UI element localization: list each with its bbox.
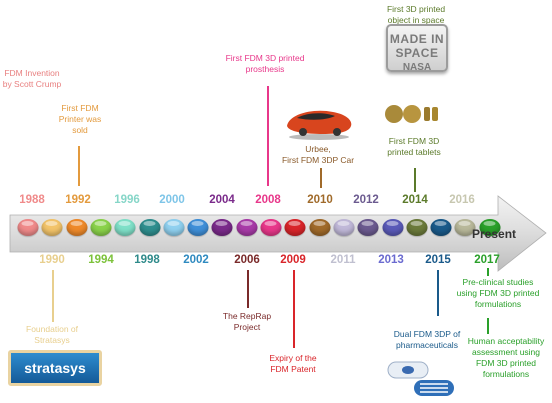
connector-2014	[414, 168, 416, 192]
badge-line-1: MADE IN SPACE	[389, 32, 445, 60]
made-in-space-badge: MADE IN SPACE NASA	[386, 24, 448, 73]
timeline-dot	[236, 219, 258, 236]
year-label: 2012	[353, 194, 379, 206]
timeline-dot	[90, 219, 112, 236]
timeline-dot	[114, 219, 136, 236]
year-label: 1992	[65, 194, 91, 206]
year-label: 2000	[159, 194, 185, 206]
note-foundation: Foundation of Stratasys	[26, 324, 78, 345]
connector-1992	[78, 146, 80, 186]
connector-2015	[437, 270, 439, 316]
timeline-dot	[17, 219, 39, 236]
year-label: 2014	[402, 194, 428, 206]
year-label: 2006	[234, 254, 260, 266]
connector-2017-a	[487, 268, 489, 276]
year-label: 2004	[209, 194, 235, 206]
stratasys-logo: stratasys	[8, 350, 102, 386]
timeline-dot	[187, 219, 209, 236]
year-label: 2011	[330, 254, 356, 266]
note-human: Human acceptability assessment using FDM…	[467, 336, 545, 379]
connector-1990	[52, 270, 54, 322]
badge-line-2: NASA	[402, 62, 432, 73]
timeline-dot	[260, 219, 282, 236]
year-label: 2009	[280, 254, 306, 266]
connector-2017-b	[487, 318, 489, 334]
year-label: 2017	[474, 254, 500, 266]
year-label: 2008	[255, 194, 281, 206]
connector-2010	[320, 168, 322, 188]
year-label: 2010	[307, 194, 333, 206]
timeline-dot	[333, 219, 355, 236]
year-label: 1988	[19, 194, 45, 206]
timeline-dot	[309, 219, 331, 236]
timeline-dot	[211, 219, 233, 236]
timeline-dot	[163, 219, 185, 236]
urbee-car-image	[287, 110, 352, 140]
note-patent: Expiry of the FDM Patent	[269, 353, 317, 374]
year-label: 1990	[39, 254, 65, 266]
timeline-dot	[139, 219, 160, 236]
timeline-dot	[66, 219, 88, 236]
note-space: First 3D printed object in space	[386, 4, 446, 25]
timeline-dot	[41, 219, 63, 236]
timeline-dot	[284, 219, 306, 236]
connector-2006	[247, 270, 249, 308]
connector-2008	[267, 86, 269, 186]
note-urbee: Urbee, First FDM 3DP Car	[281, 144, 355, 165]
note-tablets: First FDM 3D printed tablets	[387, 136, 441, 157]
note-fdm-invention: FDM Invention by Scott Crump	[2, 68, 62, 89]
dual-pharma-image	[387, 361, 454, 396]
year-label: 2015	[425, 254, 451, 266]
timeline-dot	[357, 219, 379, 236]
note-preclinical: Pre-clinical studies using FDM 3D printe…	[456, 277, 540, 309]
note-reprap: The RepRap Project	[222, 311, 272, 332]
present-label: Present	[472, 227, 517, 241]
year-label: 2002	[183, 254, 209, 266]
timeline-dot	[479, 219, 501, 236]
note-dual: Dual FDM 3DP of pharmaceuticals	[393, 329, 461, 350]
timeline-dot	[382, 219, 403, 236]
year-label: 2013	[378, 254, 404, 266]
timeline-dot	[430, 219, 452, 236]
year-label: 1996	[114, 194, 140, 206]
year-label: 1994	[88, 254, 114, 266]
tablets-image	[385, 105, 438, 123]
year-label: 2016	[449, 194, 475, 206]
note-first-printer: First FDM Printer was sold	[58, 103, 102, 135]
timeline-dot	[406, 219, 428, 236]
note-first-prosthesis: First FDM 3D printed prosthesis	[225, 53, 305, 74]
year-label: 1998	[134, 254, 160, 266]
timeline-dot	[454, 219, 476, 236]
connector-2009	[293, 270, 295, 348]
